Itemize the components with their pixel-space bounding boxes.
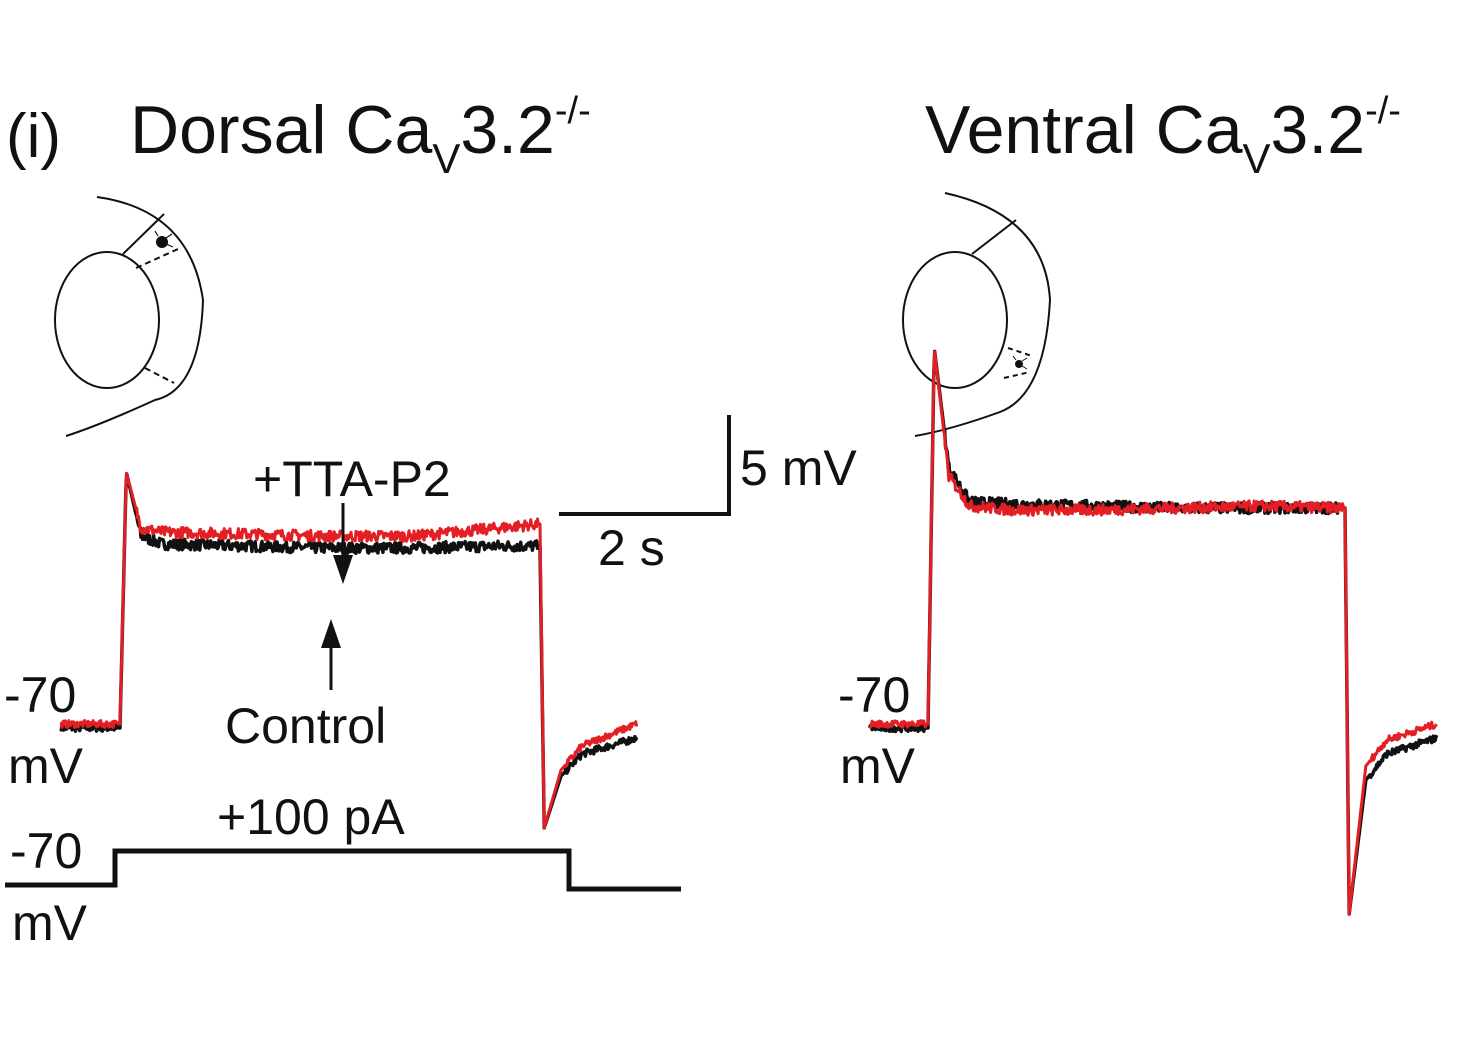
drug-label: +TTA-P2 xyxy=(253,451,451,507)
current-step-label: +100 pA xyxy=(217,789,405,845)
ventral-trace-control xyxy=(867,349,1439,916)
scale-bar-voltage-label: 5 mV xyxy=(740,440,857,496)
current-step-trace xyxy=(5,848,681,892)
drug-arrow xyxy=(333,503,353,584)
ventral-baseline-unit: mV xyxy=(840,738,916,794)
dorsal-trace-tta-p2 xyxy=(59,472,639,830)
step-baseline-unit: mV xyxy=(12,895,88,951)
control-arrow xyxy=(321,619,341,690)
control-label: Control xyxy=(225,698,386,754)
dorsal-baseline-value: -70 xyxy=(4,667,76,723)
ventral-trace-tta-p2 xyxy=(868,350,1438,916)
brain-slice-dorsal-icon xyxy=(54,196,205,437)
step-baseline-value: -70 xyxy=(10,823,82,879)
traces-ventral xyxy=(867,349,1439,916)
dorsal-baseline-unit: mV xyxy=(8,738,84,794)
ventral-baseline-value: -70 xyxy=(838,667,910,723)
brain-slice-ventral-icon xyxy=(902,192,1052,437)
scale-bar xyxy=(559,415,731,516)
traces-dorsal xyxy=(59,472,639,830)
panel-label: (i) xyxy=(6,102,61,171)
right-title: Ventral CaV3.2-/- xyxy=(925,90,1401,182)
scale-bar-time-label: 2 s xyxy=(598,520,665,576)
left-title: Dorsal CaV3.2-/- xyxy=(130,90,591,182)
